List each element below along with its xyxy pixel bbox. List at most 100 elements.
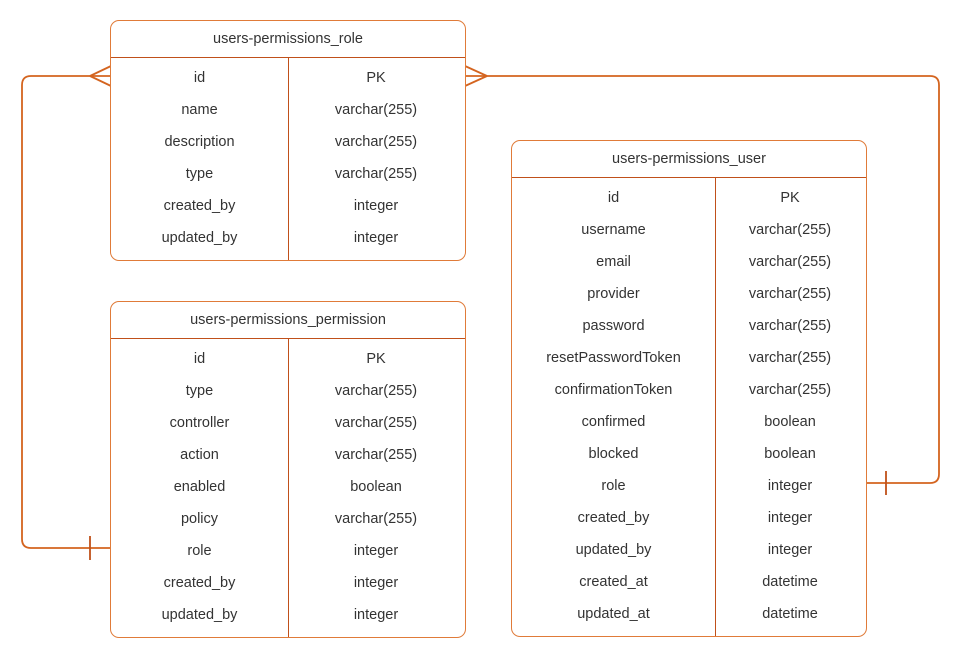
field-type: varchar(255) <box>334 447 418 463</box>
field-name: username <box>581 222 646 238</box>
field-row[interactable]: description varchar(255) <box>111 126 465 158</box>
field-type: PK <box>366 351 386 367</box>
field-type: varchar(255) <box>334 134 418 150</box>
entity-title: users-permissions_role <box>111 21 465 58</box>
field-type: varchar(255) <box>748 318 832 334</box>
field-row[interactable]: controller varchar(255) <box>111 407 465 439</box>
field-row[interactable]: role integer <box>111 535 465 567</box>
entity-title: users-permissions_permission <box>111 302 465 339</box>
field-row[interactable]: policy varchar(255) <box>111 503 465 535</box>
field-name: confirmationToken <box>554 382 673 398</box>
field-type: integer <box>353 230 399 246</box>
field-name: type <box>185 383 214 399</box>
field-row[interactable]: enabled boolean <box>111 471 465 503</box>
field-row[interactable]: created_by integer <box>111 567 465 599</box>
field-row[interactable]: confirmed boolean <box>512 406 866 438</box>
field-name: type <box>185 166 214 182</box>
field-row[interactable]: username varchar(255) <box>512 214 866 246</box>
field-name: email <box>596 254 631 270</box>
field-row[interactable]: updated_by integer <box>111 222 465 254</box>
field-row[interactable]: password varchar(255) <box>512 310 866 342</box>
field-name: enabled <box>173 479 226 495</box>
field-row[interactable]: id PK <box>111 62 465 94</box>
field-type: integer <box>353 543 399 559</box>
field-row[interactable]: updated_by integer <box>111 599 465 631</box>
field-name: blocked <box>588 446 639 462</box>
field-row[interactable]: id PK <box>512 182 866 214</box>
field-row[interactable]: blocked boolean <box>512 438 866 470</box>
field-name: id <box>607 190 620 206</box>
entity-title: users-permissions_user <box>512 141 866 178</box>
entity-field-list: id PK username varchar(255) email varcha… <box>512 178 866 636</box>
field-name: role <box>601 478 626 494</box>
field-row[interactable]: updated_at datetime <box>512 598 866 630</box>
field-name: created_by <box>163 575 236 591</box>
field-name: controller <box>169 415 230 431</box>
field-type: boolean <box>764 414 816 430</box>
field-name: created_by <box>163 198 236 214</box>
field-row[interactable]: created_at datetime <box>512 566 866 598</box>
field-type: varchar(255) <box>334 166 418 182</box>
field-name: policy <box>180 511 219 527</box>
field-type: PK <box>780 190 800 206</box>
field-name: updated_by <box>575 542 652 558</box>
field-row[interactable]: type varchar(255) <box>111 375 465 407</box>
field-name: updated_by <box>161 607 238 623</box>
field-type: varchar(255) <box>748 286 832 302</box>
field-row[interactable]: type varchar(255) <box>111 158 465 190</box>
field-type: varchar(255) <box>334 511 418 527</box>
field-row[interactable]: email varchar(255) <box>512 246 866 278</box>
field-name: password <box>582 318 645 334</box>
field-name: description <box>164 134 235 150</box>
column-divider <box>288 58 289 260</box>
entity-field-list: id PK type varchar(255) controller varch… <box>111 339 465 637</box>
field-name: confirmed <box>581 414 646 430</box>
field-type: varchar(255) <box>748 254 832 270</box>
entity-users-permissions-user[interactable]: users-permissions_user id PK username va… <box>511 140 867 637</box>
field-type: varchar(255) <box>334 415 418 431</box>
field-name: id <box>193 351 206 367</box>
entity-users-permissions-permission[interactable]: users-permissions_permission id PK type … <box>110 301 466 638</box>
field-name: updated_by <box>161 230 238 246</box>
field-row[interactable]: id PK <box>111 343 465 375</box>
field-type: integer <box>767 510 813 526</box>
field-type: varchar(255) <box>748 222 832 238</box>
field-type: PK <box>366 70 386 86</box>
field-name: created_by <box>577 510 650 526</box>
field-name: resetPasswordToken <box>546 350 681 366</box>
field-row[interactable]: confirmationToken varchar(255) <box>512 374 866 406</box>
crowfoot-many-role-right <box>464 65 488 87</box>
field-type: varchar(255) <box>334 383 418 399</box>
field-row[interactable]: provider varchar(255) <box>512 278 866 310</box>
field-name: created_at <box>579 574 648 590</box>
field-name: provider <box>587 286 640 302</box>
field-type: integer <box>353 575 399 591</box>
field-row[interactable]: action varchar(255) <box>111 439 465 471</box>
column-divider <box>715 178 716 636</box>
field-name: updated_at <box>577 606 650 622</box>
field-name: name <box>181 102 218 118</box>
field-row[interactable]: created_by integer <box>111 190 465 222</box>
field-name: id <box>193 70 206 86</box>
field-row[interactable]: name varchar(255) <box>111 94 465 126</box>
field-row[interactable]: role integer <box>512 470 866 502</box>
field-type: boolean <box>350 479 402 495</box>
field-row[interactable]: updated_by integer <box>512 534 866 566</box>
relationship-line-role-to-permission <box>21 75 111 549</box>
field-type: varchar(255) <box>748 382 832 398</box>
entity-field-list: id PK name varchar(255) description varc… <box>111 58 465 260</box>
field-type: varchar(255) <box>334 102 418 118</box>
column-divider <box>288 339 289 637</box>
field-row[interactable]: created_by integer <box>512 502 866 534</box>
field-row[interactable]: resetPasswordToken varchar(255) <box>512 342 866 374</box>
field-type: varchar(255) <box>748 350 832 366</box>
field-type: integer <box>353 198 399 214</box>
crowfoot-many-role-left <box>89 65 112 87</box>
entity-users-permissions-role[interactable]: users-permissions_role id PK name varcha… <box>110 20 466 261</box>
field-type: boolean <box>764 446 816 462</box>
field-type: datetime <box>762 606 818 622</box>
field-type: integer <box>767 542 813 558</box>
field-type: integer <box>353 607 399 623</box>
field-type: datetime <box>762 574 818 590</box>
